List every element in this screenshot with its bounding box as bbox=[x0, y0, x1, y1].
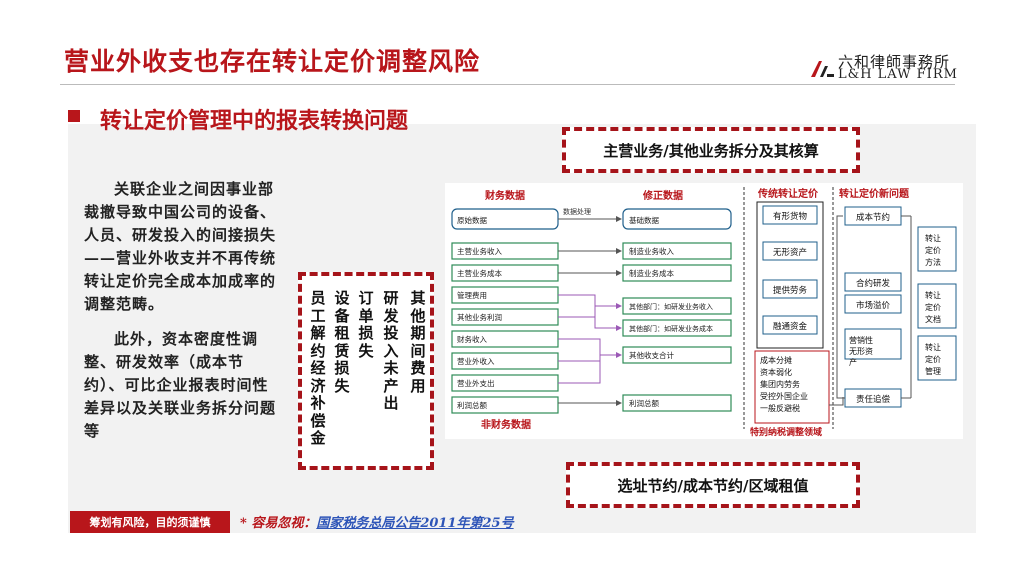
svg-text:制造业务收入: 制造业务收入 bbox=[629, 246, 674, 256]
paragraph-2: 此外，资本密度性调整、研发效率（成本节约）、可比企业报表时间性差异以及关联业务拆… bbox=[84, 330, 277, 440]
vertical-column-1: 其他期间费用 bbox=[410, 289, 426, 395]
svg-text:营业外支出: 营业外支出 bbox=[457, 378, 495, 388]
svg-text:受控外国企业: 受控外国企业 bbox=[760, 391, 808, 401]
square-bullet-icon bbox=[68, 110, 80, 122]
svg-text:转让定价方法: 转让定价方法 bbox=[925, 233, 941, 267]
svg-text:其他收支合计: 其他收支合计 bbox=[629, 350, 674, 360]
svg-text:成本节约: 成本节约 bbox=[856, 212, 890, 223]
header-traditional-tp: 传统转让定价 bbox=[757, 187, 819, 200]
svg-text:市场溢价: 市场溢价 bbox=[856, 300, 891, 311]
svg-text:责任追偿: 责任追偿 bbox=[856, 394, 891, 405]
flow-connectors bbox=[558, 216, 622, 406]
svg-text:原始数据: 原始数据 bbox=[457, 215, 487, 225]
paragraph-1: 关联企业之间因事业部裁撤导致中国公司的设备、人员、研发投入的间接损失——营业外收… bbox=[84, 180, 277, 313]
svg-text:其他业务利润: 其他业务利润 bbox=[457, 312, 502, 322]
vertical-column-4: 设备租赁损失 bbox=[334, 289, 350, 395]
svg-text:营销性无形资产: 营销性无形资产 bbox=[849, 335, 873, 367]
svg-text:财务收入: 财务收入 bbox=[457, 334, 487, 344]
svg-text:主营业务收入: 主营业务收入 bbox=[457, 246, 502, 256]
announcement-link[interactable]: 国家税务总局公告2011年第25号 bbox=[316, 516, 514, 531]
svg-text:转让定价管理: 转让定价管理 bbox=[925, 342, 941, 376]
svg-text:合约研发: 合约研发 bbox=[856, 278, 891, 289]
svg-text:基础数据: 基础数据 bbox=[629, 215, 659, 225]
svg-text:利润总额: 利润总额 bbox=[457, 400, 487, 410]
new-issue-items: 成本节约 合约研发 市场溢价 营销性无形资产 责任追偿 bbox=[836, 206, 902, 408]
footnote: * 容易忽视：国家税务总局公告2011年第25号 bbox=[240, 512, 514, 531]
logo-icon bbox=[811, 61, 834, 77]
location-savings-box: 选址节约/成本节约/区域租值 bbox=[566, 462, 860, 508]
svg-text:营业外收入: 营业外收入 bbox=[457, 356, 495, 366]
header-new-issues: 转让定价新问题 bbox=[839, 187, 910, 200]
svg-text:一般反避税: 一般反避税 bbox=[760, 403, 800, 413]
risk-warning-tag: 筹划有风险，目的须谨慎 bbox=[70, 511, 230, 533]
title-divider bbox=[60, 84, 955, 85]
svg-text:其他部门：如研发业务收入: 其他部门：如研发业务收入 bbox=[629, 302, 713, 311]
report-conversion-diagram: 财务数据 修正数据 传统转让定价 转让定价新问题 原始数据 主营业务收入 主营业… bbox=[445, 183, 963, 439]
svg-text:其他部门：如研发业务成本: 其他部门：如研发业务成本 bbox=[629, 324, 713, 333]
special-tax-items: 成本分摊 资本弱化 集团内劳务 受控外国企业 一般反避税 bbox=[754, 350, 844, 424]
left-items: 原始数据 主营业务收入 主营业务成本 管理费用 其他业务利润 财务收入 营业外收… bbox=[451, 208, 559, 414]
svg-text:利润总额: 利润总额 bbox=[629, 398, 659, 408]
business-split-box: 主营业务/其他业务拆分及其核算 bbox=[562, 127, 860, 173]
vertical-column-2: 研发投入未产出 bbox=[383, 289, 399, 412]
vertical-column-3: 订单损失 bbox=[358, 289, 374, 360]
svg-text:制造业务成本: 制造业务成本 bbox=[629, 268, 674, 278]
loss-categories-box: 其他期间费用 研发投入未产出 订单损失 设备租赁损失 员工解约经济补偿金 bbox=[298, 272, 434, 470]
footnote-prefix: * 容易忽视： bbox=[240, 516, 317, 531]
header-corrected-data: 修正数据 bbox=[642, 189, 683, 202]
mid-items: 基础数据 制造业务收入 制造业务成本 其他部门：如研发业务收入 其他部门：如研发… bbox=[622, 208, 732, 412]
process-label: 数据处理 bbox=[563, 207, 591, 216]
svg-text:资本弱化: 资本弱化 bbox=[760, 367, 792, 377]
svg-text:成本分摊: 成本分摊 bbox=[760, 355, 792, 365]
svg-text:无形资产: 无形资产 bbox=[773, 247, 807, 258]
svg-text:管理费用: 管理费用 bbox=[457, 290, 487, 300]
svg-text:融通资金: 融通资金 bbox=[773, 321, 808, 332]
section-subtitle: 转让定价管理中的报表转换问题 bbox=[100, 108, 409, 134]
svg-text:转让定价文档: 转让定价文档 bbox=[925, 290, 941, 324]
svg-text:提供劳务: 提供劳务 bbox=[773, 285, 808, 296]
footer-nonfinancial: 非财务数据 bbox=[481, 418, 531, 431]
svg-text:集团内劳务: 集团内劳务 bbox=[760, 379, 800, 389]
method-items: 转让定价方法 转让定价文档 转让定价管理 bbox=[901, 215, 957, 399]
page-title: 营业外收支也存在转让定价调整风险 bbox=[64, 47, 481, 76]
logo-english-name: L&H LAW FIRM bbox=[838, 67, 958, 82]
logo-chinese-name: 六和律師事務所 bbox=[838, 53, 951, 71]
header-financial-data: 财务数据 bbox=[484, 189, 525, 202]
svg-text:主营业务成本: 主营业务成本 bbox=[457, 268, 502, 278]
traditional-items: 有形货物 无形资产 提供劳务 融通资金 bbox=[756, 201, 824, 349]
footer-special-adjustment: 特别纳税调整领域 bbox=[750, 426, 822, 438]
vertical-column-5: 员工解约经济补偿金 bbox=[310, 289, 326, 447]
explanation-text: 关联企业之间因事业部裁撤导致中国公司的设备、人员、研发投入的间接损失——营业外收… bbox=[84, 178, 280, 455]
svg-text:有形货物: 有形货物 bbox=[773, 211, 808, 222]
